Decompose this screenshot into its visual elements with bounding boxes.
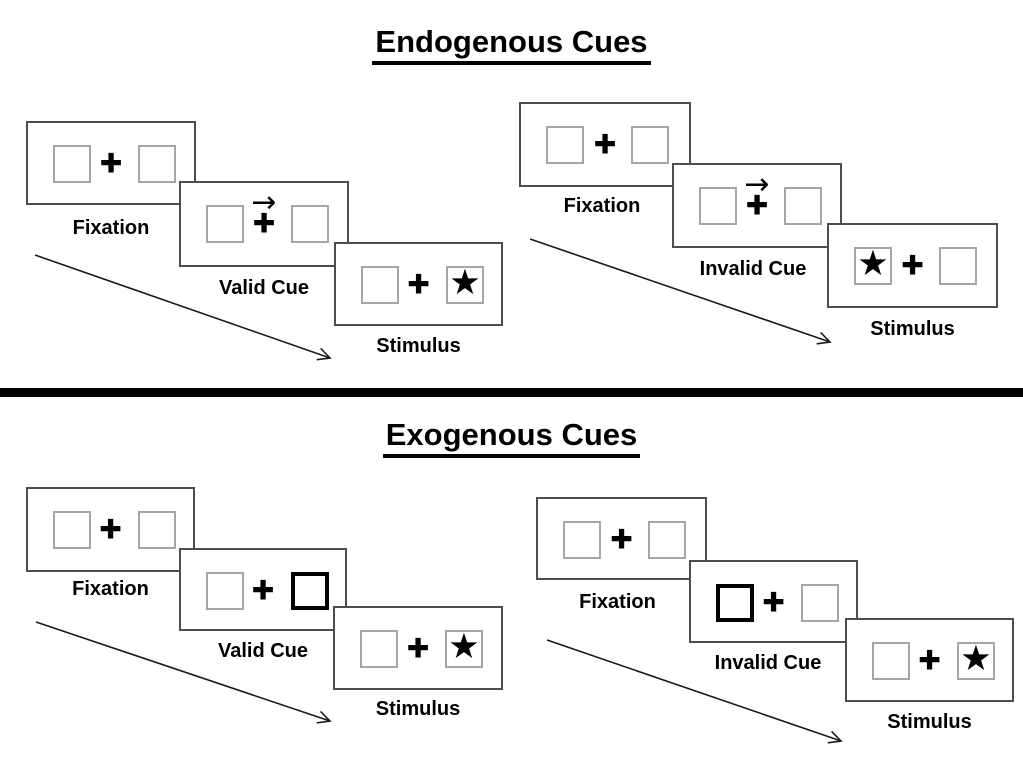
arrow-cue-icon: →: [744, 167, 770, 202]
stimulus-screen: ✚ ★: [334, 242, 503, 326]
fixation-cross: ✚: [99, 514, 122, 546]
star-stimulus-icon: ★: [960, 639, 992, 679]
panel-label: Stimulus: [870, 318, 955, 340]
right-box: ★: [957, 642, 995, 680]
left-box: [53, 511, 91, 549]
section-title-text: Endogenous Cues: [372, 24, 651, 65]
exogenous-section-title: Exogenous Cues: [0, 417, 1023, 458]
valid-cue-screen: → ✚: [179, 181, 349, 267]
sequence-arrow: [529, 238, 832, 345]
fixation-cross: ✚: [406, 633, 430, 665]
right-box: [138, 145, 176, 183]
star-stimulus-icon: ★: [449, 263, 481, 303]
fixation-cross: ✚: [762, 587, 785, 619]
right-box: [939, 247, 977, 285]
fixation-cross: ✚: [745, 190, 769, 222]
right-box: [138, 511, 176, 549]
stimulus-screen: ✚ ★: [333, 606, 503, 690]
sequence-arrow: [35, 621, 332, 724]
fixation-screen: ✚: [536, 497, 707, 580]
fixation-cross: ✚: [251, 575, 275, 607]
highlighted-cue-box: [716, 584, 754, 622]
left-box: [563, 521, 601, 559]
panel-label: Valid Cue: [218, 277, 310, 299]
left-box: [546, 126, 584, 164]
section-title-text: Exogenous Cues: [382, 417, 641, 458]
sequence-arrow: [34, 254, 332, 361]
fixation-cross: ✚: [918, 645, 941, 677]
valid-cue-screen: ✚: [179, 548, 347, 631]
right-box: [291, 205, 329, 243]
fixation-cross: ✚: [407, 269, 430, 301]
panel-label: Stimulus: [887, 711, 972, 733]
left-box: [206, 205, 244, 243]
arrow-cue-icon: →: [251, 185, 277, 220]
panel-label: Valid Cue: [217, 640, 309, 662]
section-divider: [0, 388, 1023, 397]
fixation-cross: ✚: [252, 208, 276, 240]
fixation-cross: ✚: [610, 524, 633, 556]
left-box: ★: [854, 247, 892, 285]
panel-label: Stimulus: [376, 335, 461, 357]
panel-label: Fixation: [579, 591, 656, 613]
panel-label: Invalid Cue: [714, 652, 822, 674]
stimulus-screen: ✚ ★: [845, 618, 1014, 702]
left-box: [872, 642, 910, 680]
right-box: [801, 584, 839, 622]
right-box: [648, 521, 686, 559]
fixation-screen: ✚: [519, 102, 691, 187]
fixation-cross: ✚: [593, 129, 617, 161]
stimulus-screen: ★ ✚: [827, 223, 998, 308]
panel-label: Invalid Cue: [699, 258, 807, 280]
left-box: [699, 187, 737, 225]
left-box: [361, 266, 399, 304]
panel-label: Fixation: [72, 217, 150, 239]
left-box: [360, 630, 398, 668]
fixation-screen: ✚: [26, 121, 196, 205]
left-box: [206, 572, 244, 610]
right-box: ★: [445, 630, 483, 668]
fixation-cross: ✚: [901, 250, 924, 282]
left-box: [53, 145, 91, 183]
panel-label: Fixation: [563, 195, 641, 217]
fixation-screen: ✚: [26, 487, 195, 572]
invalid-cue-screen: ✚: [689, 560, 858, 643]
fixation-cross: ✚: [99, 148, 123, 180]
panel-label: Stimulus: [375, 698, 461, 720]
right-box: [784, 187, 822, 225]
right-box: ★: [446, 266, 484, 304]
star-stimulus-icon: ★: [857, 244, 889, 284]
right-box: [631, 126, 669, 164]
panel-label: Fixation: [72, 578, 149, 600]
highlighted-cue-box: [291, 572, 329, 610]
endogenous-section-title: Endogenous Cues: [0, 24, 1023, 65]
invalid-cue-screen: → ✚: [672, 163, 842, 248]
star-stimulus-icon: ★: [448, 627, 480, 667]
